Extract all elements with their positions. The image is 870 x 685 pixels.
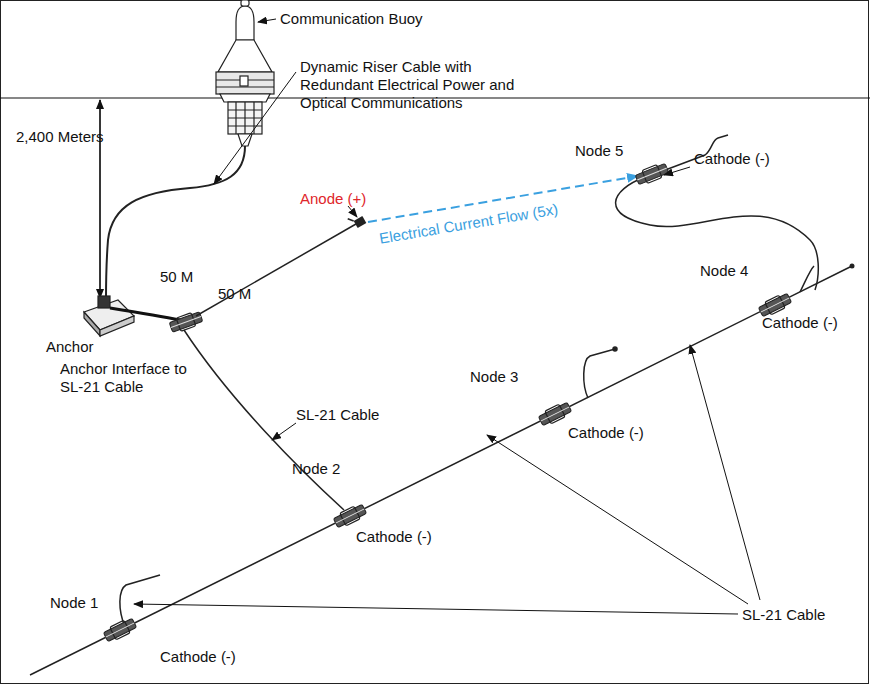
callout-label: Anode (+) — [300, 190, 366, 208]
dimension-label: 50 M — [160, 268, 193, 286]
callout-label: Communication Buoy — [280, 10, 423, 28]
part-label: Anchor — [46, 338, 94, 356]
buoy — [216, 0, 274, 146]
callout-label: Cathode (-) — [356, 528, 432, 546]
callout-label: SL-21 Cable — [742, 606, 825, 624]
node-label: Node 5 — [575, 142, 623, 160]
node-label: Node 1 — [50, 594, 98, 612]
anode-cable — [196, 224, 356, 316]
trunk-cable — [30, 266, 852, 675]
leader-line — [258, 19, 276, 22]
anchor — [84, 296, 134, 336]
leader-line — [348, 206, 357, 217]
callout-label: SL-21 Cable — [296, 406, 379, 424]
node-label: Node 3 — [470, 368, 518, 386]
callout-label: Cathode (-) — [568, 424, 644, 442]
leader-line — [214, 72, 296, 184]
leader-line — [272, 423, 296, 440]
dimension-label: 2,400 Meters — [16, 128, 104, 146]
part-label: Anchor Interface to SL-21 Cable — [60, 360, 195, 396]
riser-cable — [106, 146, 245, 300]
node-label: Node 2 — [292, 460, 340, 478]
node-stubs — [120, 135, 818, 627]
leader-line — [664, 167, 690, 175]
callout-label: Cathode (-) — [694, 150, 770, 168]
anchor-interface — [169, 310, 204, 334]
cable-end — [850, 264, 855, 269]
callout-label: Cathode (-) — [762, 314, 838, 332]
anchor-cable — [110, 308, 180, 320]
anode — [348, 212, 367, 230]
node-label: Node 4 — [700, 262, 748, 280]
callout-label: Dynamic Riser Cable with Redundant Elect… — [300, 58, 530, 112]
leader-lines — [134, 345, 760, 614]
flow-label: Electrical Current Flow (5x) — [378, 200, 559, 248]
dimension-label: 50 M — [218, 285, 251, 303]
callout-label: Cathode (-) — [160, 648, 236, 666]
